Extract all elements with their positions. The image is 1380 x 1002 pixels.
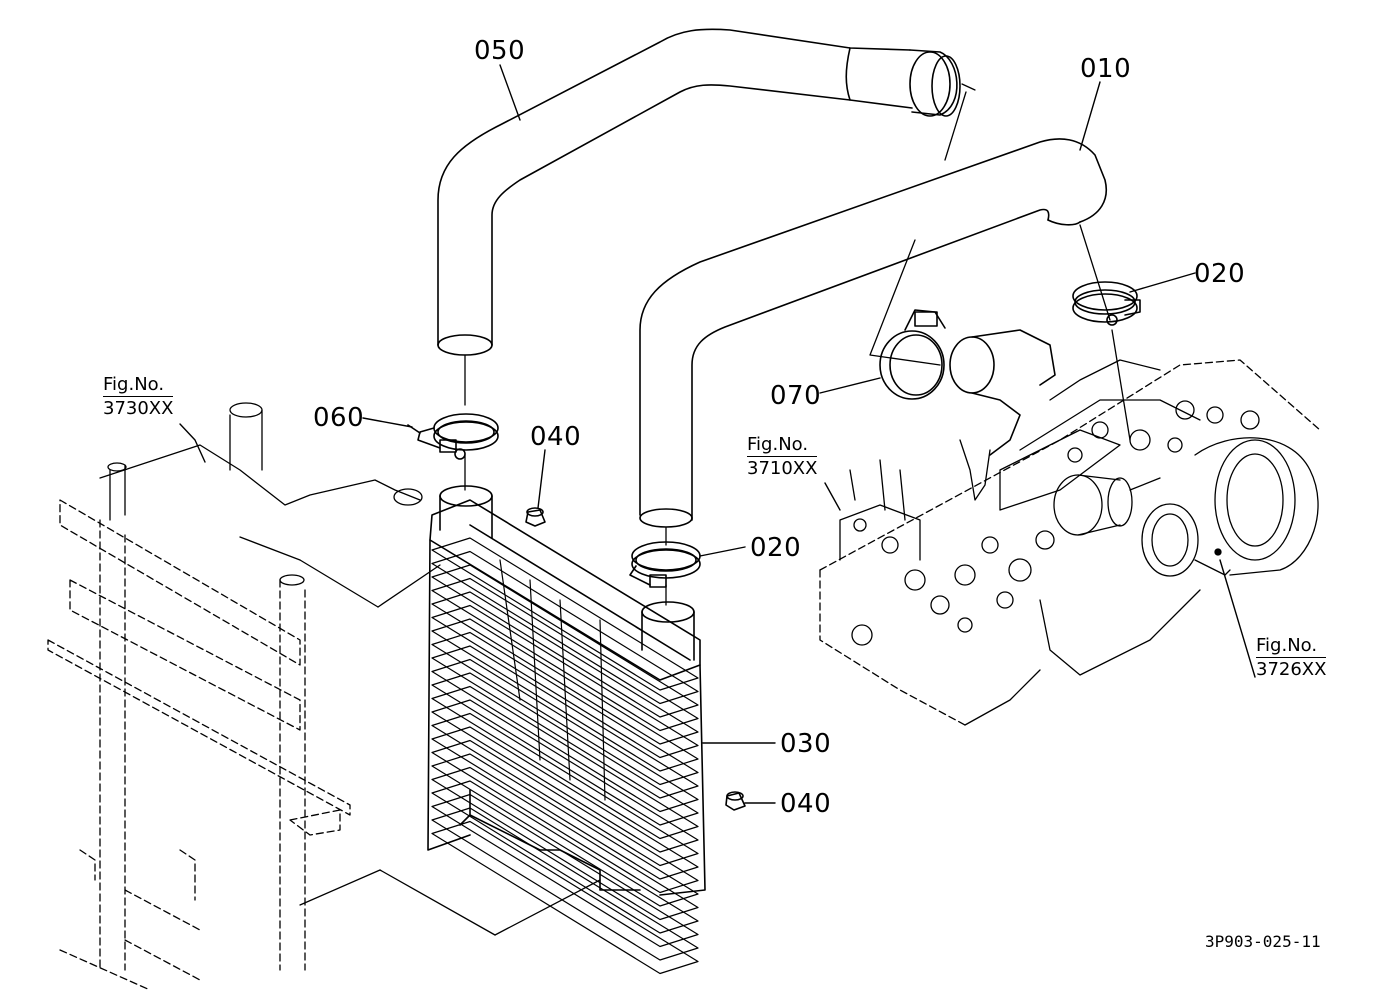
figure-reference[interactable]: Fig.No. 3710XX [747,434,818,480]
engine-block-3710 [819,359,1321,726]
fin-row [431,537,699,691]
fin-row [431,726,699,880]
intercooler-030[interactable] [427,485,706,975]
part-label-040: 040 [530,422,582,452]
fin-row [431,564,699,718]
fin-row [431,820,699,975]
figure-ref-prefix: Fig.No. [103,374,165,395]
clamp-020-lower[interactable] [629,541,701,588]
fin-row [431,712,699,867]
connector-lines [239,83,1131,936]
cooler-fins [431,537,699,975]
bolt-040-lower[interactable] [725,791,746,811]
fin-core-lines [499,559,606,801]
clamp-060[interactable] [407,413,499,460]
clamp-070[interactable] [879,309,1056,456]
part-label-040-lower: 040 [780,789,832,819]
fin-row [431,685,699,840]
part-label-070: 070 [770,381,822,411]
drawing-code: 3P903-025-11 [1205,932,1321,951]
figure-ref-number: 3730XX [103,396,174,419]
fin-row [431,672,699,826]
fin-row [431,645,699,799]
part-label-020: 020 [1194,259,1246,289]
figure-ref-prefix: Fig.No. [747,434,809,455]
part-label-020-lower: 020 [750,533,802,563]
figure-ref-number: 3726XX [1256,657,1327,680]
part-label-030: 030 [780,729,832,759]
fin-row [431,604,699,759]
fin-row [431,780,699,934]
fin-row [431,739,699,894]
fin-row [431,753,699,907]
fin-row [431,618,699,772]
clamp-020-upper[interactable] [1072,281,1141,326]
fin-row [431,577,699,732]
part-label-010: 010 [1080,54,1132,84]
hose-050[interactable] [437,28,961,356]
fin-row [431,591,699,745]
fin-row [431,550,699,705]
fin-row [431,766,699,921]
fin-row [431,699,699,853]
figure-reference[interactable]: Fig.No. 3730XX [103,374,174,420]
part-label-060: 060 [313,403,365,433]
radiator-frame-3730 [47,402,423,991]
turbocharger-3726 [1053,437,1319,577]
fin-row [431,631,699,786]
figure-reference[interactable]: Fig.No. 3726XX [1256,635,1327,681]
fin-row [431,807,699,961]
figure-ref-number: 3710XX [747,456,818,479]
leader-lines [179,64,1256,804]
part-label-050: 050 [474,36,526,66]
fin-row [431,658,699,813]
bolt-040-upper[interactable] [525,507,546,527]
fin-row [431,793,699,948]
hose-010[interactable] [639,138,1107,528]
figure-ref-prefix: Fig.No. [1256,635,1318,656]
